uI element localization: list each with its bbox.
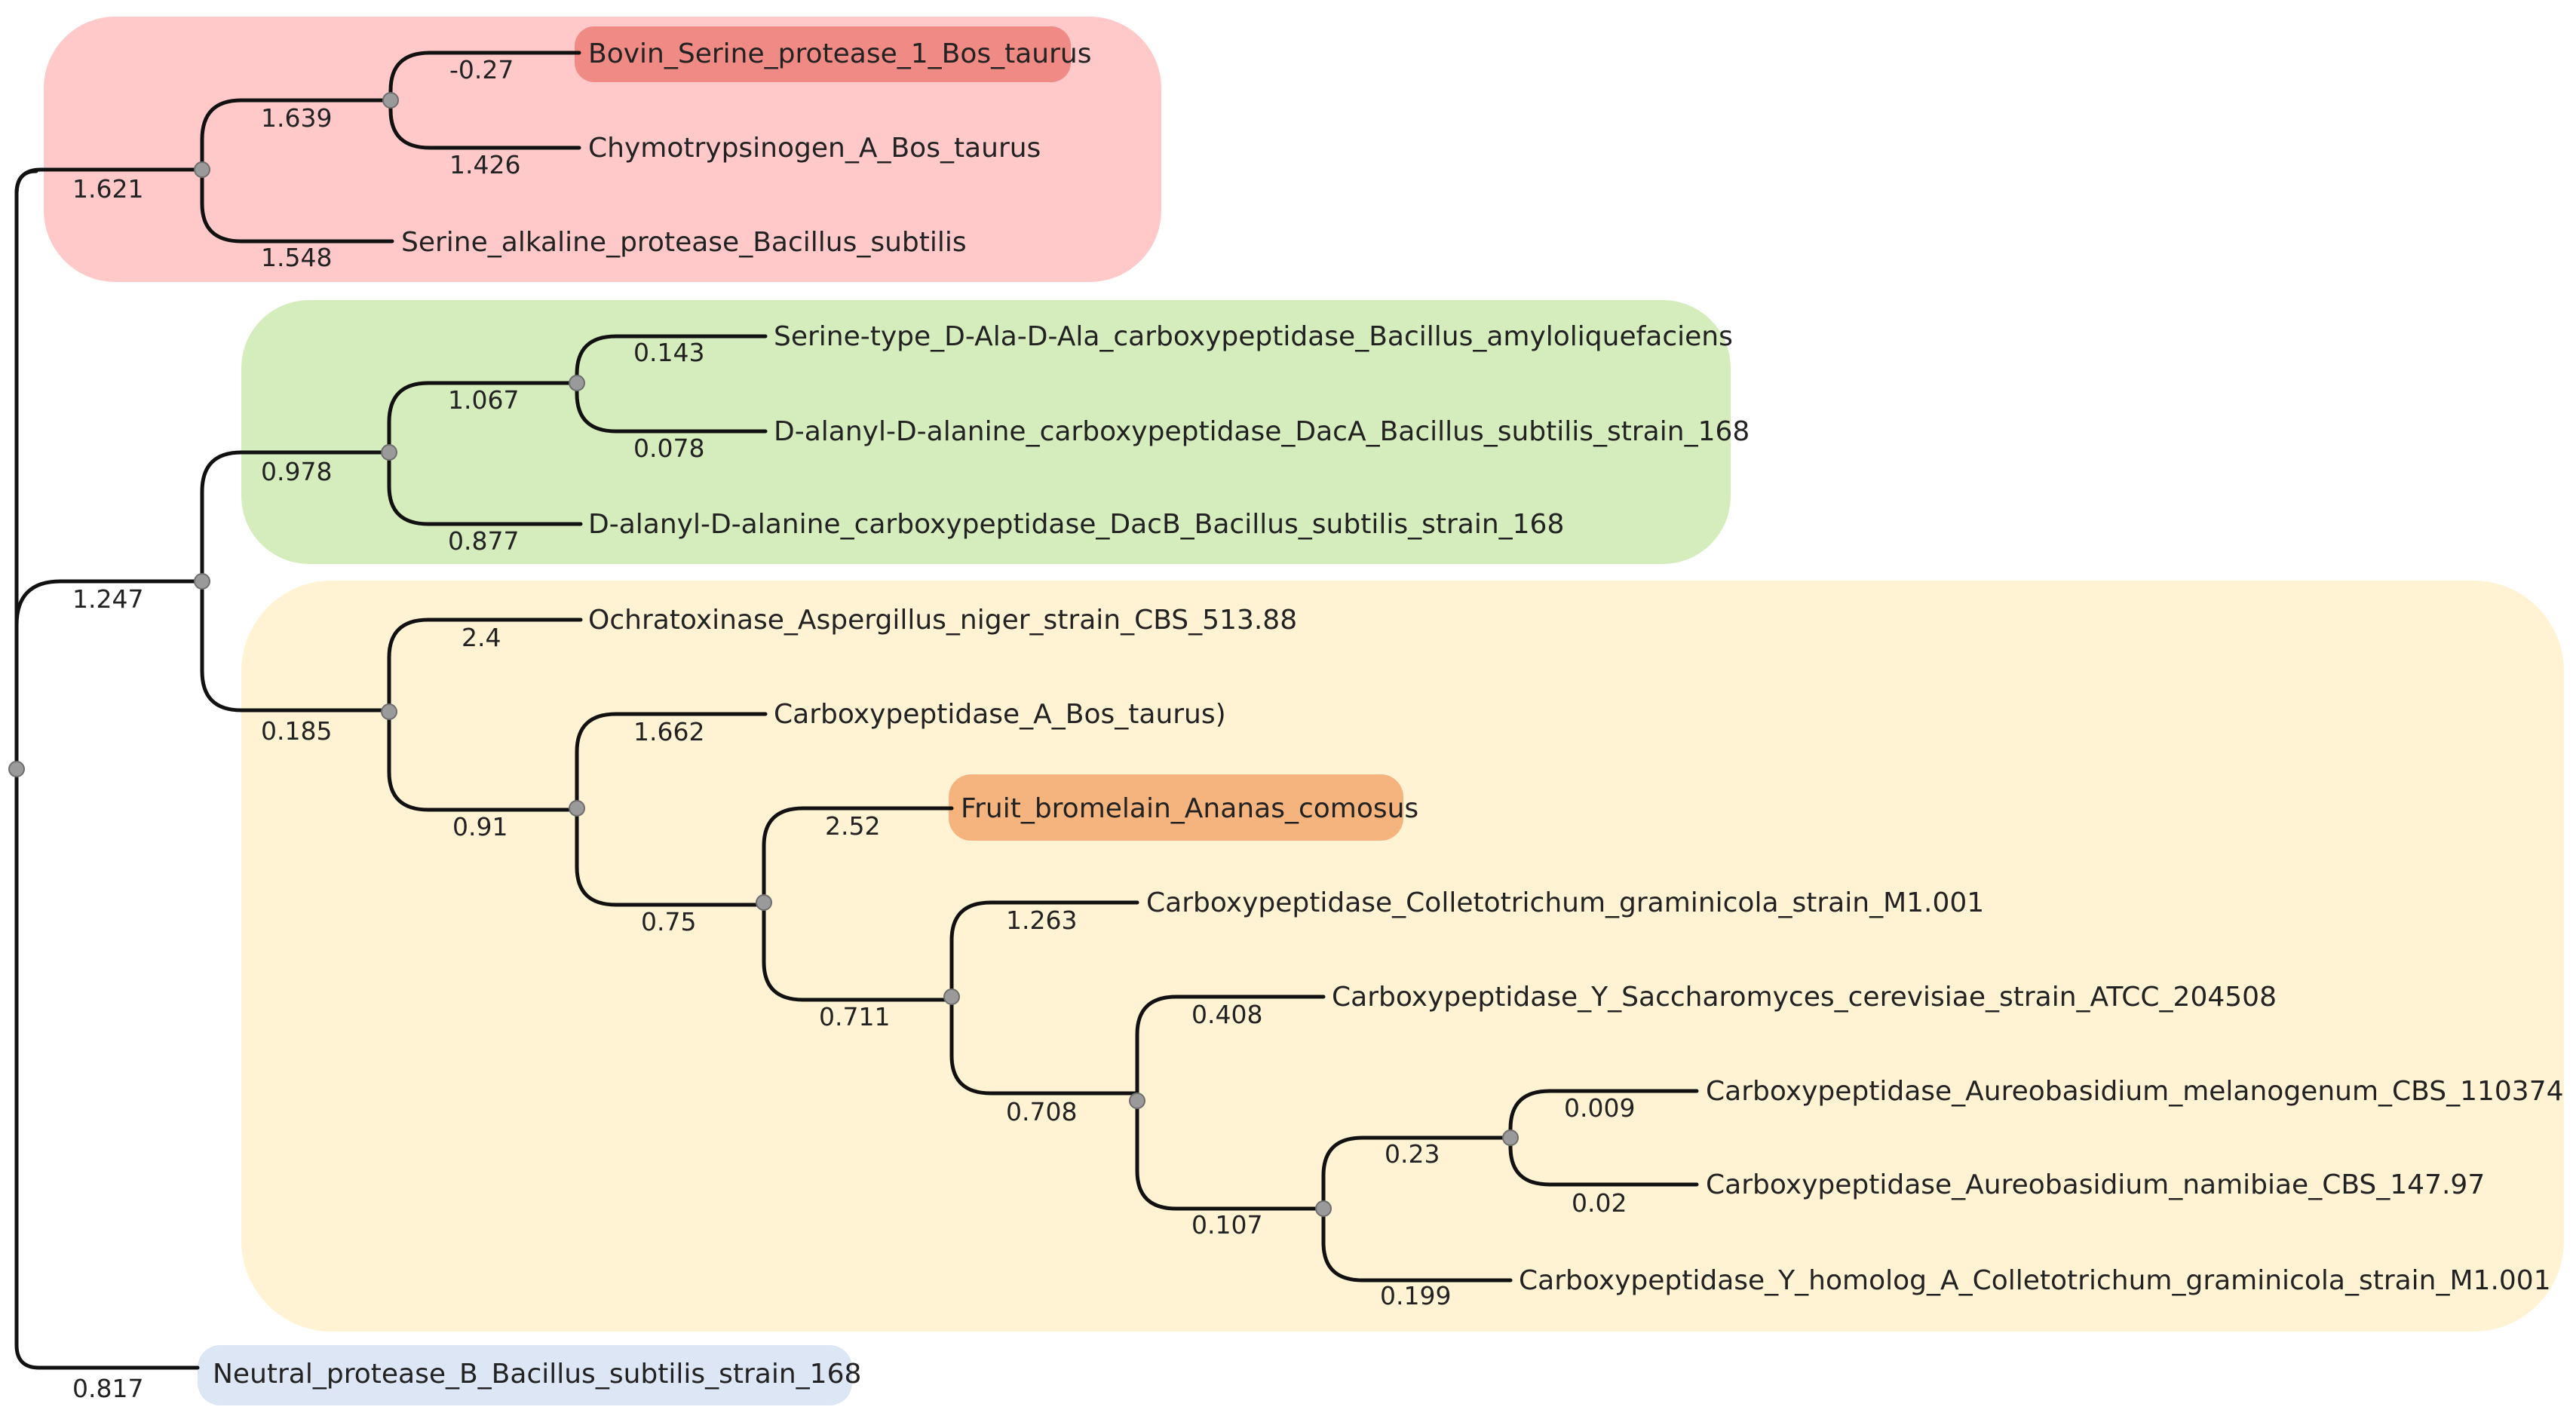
leaf-label-aureo-namibiae: Carboxypeptidase_Aureobasidium_namibiae_… — [1706, 1169, 2485, 1200]
outgroup-label-box — [198, 1345, 852, 1405]
leaf-label-neutral-protease: Neutral_protease_B_Bacillus_subtilis_str… — [213, 1359, 861, 1390]
node-upper — [194, 573, 210, 590]
leaf-label-colleto-carboxy: Carboxypeptidase_Colletotrichum_graminic… — [1146, 887, 1984, 918]
node-colleto-group — [943, 988, 960, 1005]
branch-dac-split — [387, 381, 583, 526]
leaf-label-serine-alkaline: Serine_alkaline_protease_Bacillus_subtil… — [401, 227, 967, 258]
branch-bromelain-split — [762, 806, 954, 1002]
branch-length-label: 0.75 — [641, 907, 696, 936]
branch-length-label: 0.02 — [1572, 1188, 1627, 1218]
node-saccharo-group — [1129, 1093, 1145, 1109]
leaf-label-bovin: Bovin_Serine_protease_1_Bos_taurus — [588, 38, 1091, 69]
leaf-label-carboxy-a: Carboxypeptidase_A_Bos_taurus) — [774, 699, 1226, 730]
branch-length-label: 0.078 — [633, 434, 704, 463]
branch-length-label: 1.426 — [449, 150, 520, 179]
branch-length-label: 1.639 — [261, 103, 332, 133]
branch-length-label: 0.009 — [1564, 1093, 1635, 1123]
branch-length-label: 1.621 — [72, 174, 143, 204]
carboxypeptidase-clade-box — [241, 581, 2564, 1332]
branch-upper-split — [200, 450, 391, 713]
branch-root-to-upper — [14, 579, 204, 627]
branch-length-label: -0.27 — [449, 55, 514, 84]
branch-length-label: 0.817 — [72, 1374, 143, 1403]
leaf-label-fruit-bromelain: Fruit_bromelain_Ananas_comosus — [961, 793, 1418, 824]
branch-length-label: 0.23 — [1385, 1139, 1440, 1169]
leaf-label-dac-a: D-alanyl-D-alanine_carboxypeptidase_DacA… — [774, 416, 1750, 447]
branch-root — [14, 169, 200, 1370]
node-serine-clade — [194, 161, 210, 178]
branch-length-label: 0.143 — [633, 338, 704, 367]
branch-length-label: 2.4 — [462, 623, 501, 652]
leaf-labels: Bovin_Serine_protease_1_Bos_taurus Chymo… — [213, 38, 2564, 1390]
branch-aureo-split — [1321, 1136, 1513, 1283]
clade-backgrounds — [44, 17, 2564, 1405]
branch-saccharo-split — [1135, 995, 1326, 1211]
bromelain-highlight-box — [949, 774, 1403, 841]
branch-length-label: 0.91 — [452, 812, 508, 841]
branch-serine-bovine-pair — [388, 51, 581, 150]
branch-length-label: 1.247 — [72, 584, 143, 614]
tree-nodes — [8, 92, 1519, 1217]
node-aureo-pair — [1502, 1129, 1519, 1146]
branch-serine-clade — [14, 167, 204, 196]
branch-ochratoxinase-split — [387, 618, 579, 812]
branch-serine-split — [200, 98, 394, 244]
branch-colleto-split — [949, 900, 1139, 1096]
leaf-label-aureo-melanogenum: Carboxypeptidase_Aureobasidium_melanogen… — [1706, 1076, 2564, 1107]
branch-length-label: 1.548 — [261, 243, 332, 272]
branch-length-label: 1.662 — [633, 717, 704, 746]
node-carboxy-inner — [569, 800, 585, 817]
node-serine-pair — [382, 92, 399, 109]
tree-branches — [14, 51, 1699, 1370]
node-dac-pair — [569, 375, 585, 391]
node-dac-clade — [381, 444, 397, 461]
branch-length-label: 0.107 — [1191, 1210, 1262, 1240]
leaf-label-chymotrypsinogen: Chymotrypsinogen_A_Bos_taurus — [588, 133, 1041, 164]
branch-length-label: 0.708 — [1006, 1097, 1077, 1126]
branch-length-label: 0.711 — [819, 1002, 890, 1031]
branch-length-label: 2.52 — [825, 811, 880, 841]
bovin-highlight-box — [575, 26, 1071, 82]
node-bromelain-group — [756, 894, 772, 911]
serine-protease-clade-box — [44, 17, 1161, 282]
branch-length-labels: 1.621 1.639 -0.27 1.426 1.548 0.978 1.06… — [72, 55, 1635, 1403]
branch-length-label: 1.067 — [448, 385, 519, 415]
branch-length-label: 0.978 — [261, 457, 332, 486]
branch-length-label: 0.408 — [1191, 1000, 1262, 1029]
leaf-label-dac-b: D-alanyl-D-alanine_carboxypeptidase_DacB… — [588, 509, 1564, 540]
dac-carboxypeptidase-clade-box — [241, 300, 1731, 564]
node-root — [8, 761, 25, 777]
leaf-label-saccharo-carboxy: Carboxypeptidase_Y_Saccharomyces_cerevis… — [1332, 982, 2277, 1013]
branch-aureo-pair-split — [1508, 1089, 1699, 1187]
leaf-label-serine-type: Serine-type_D-Ala-D-Ala_carboxypeptidase… — [774, 321, 1733, 352]
branch-length-label: 1.263 — [1006, 906, 1077, 935]
leaf-label-ochratoxinase: Ochratoxinase_Aspergillus_niger_strain_C… — [588, 605, 1297, 636]
branch-length-label: 0.199 — [1380, 1281, 1451, 1310]
node-carboxy-clade — [381, 703, 397, 720]
branch-length-label: 0.877 — [448, 526, 519, 556]
branch-length-label: 0.185 — [261, 716, 332, 746]
branch-dac-pair-split — [575, 334, 768, 434]
branch-carboxy-a-split — [575, 712, 766, 907]
leaf-label-colleto-homolog: Carboxypeptidase_Y_homolog_A_Colletotric… — [1519, 1265, 2551, 1296]
node-aureo-group — [1315, 1200, 1332, 1217]
